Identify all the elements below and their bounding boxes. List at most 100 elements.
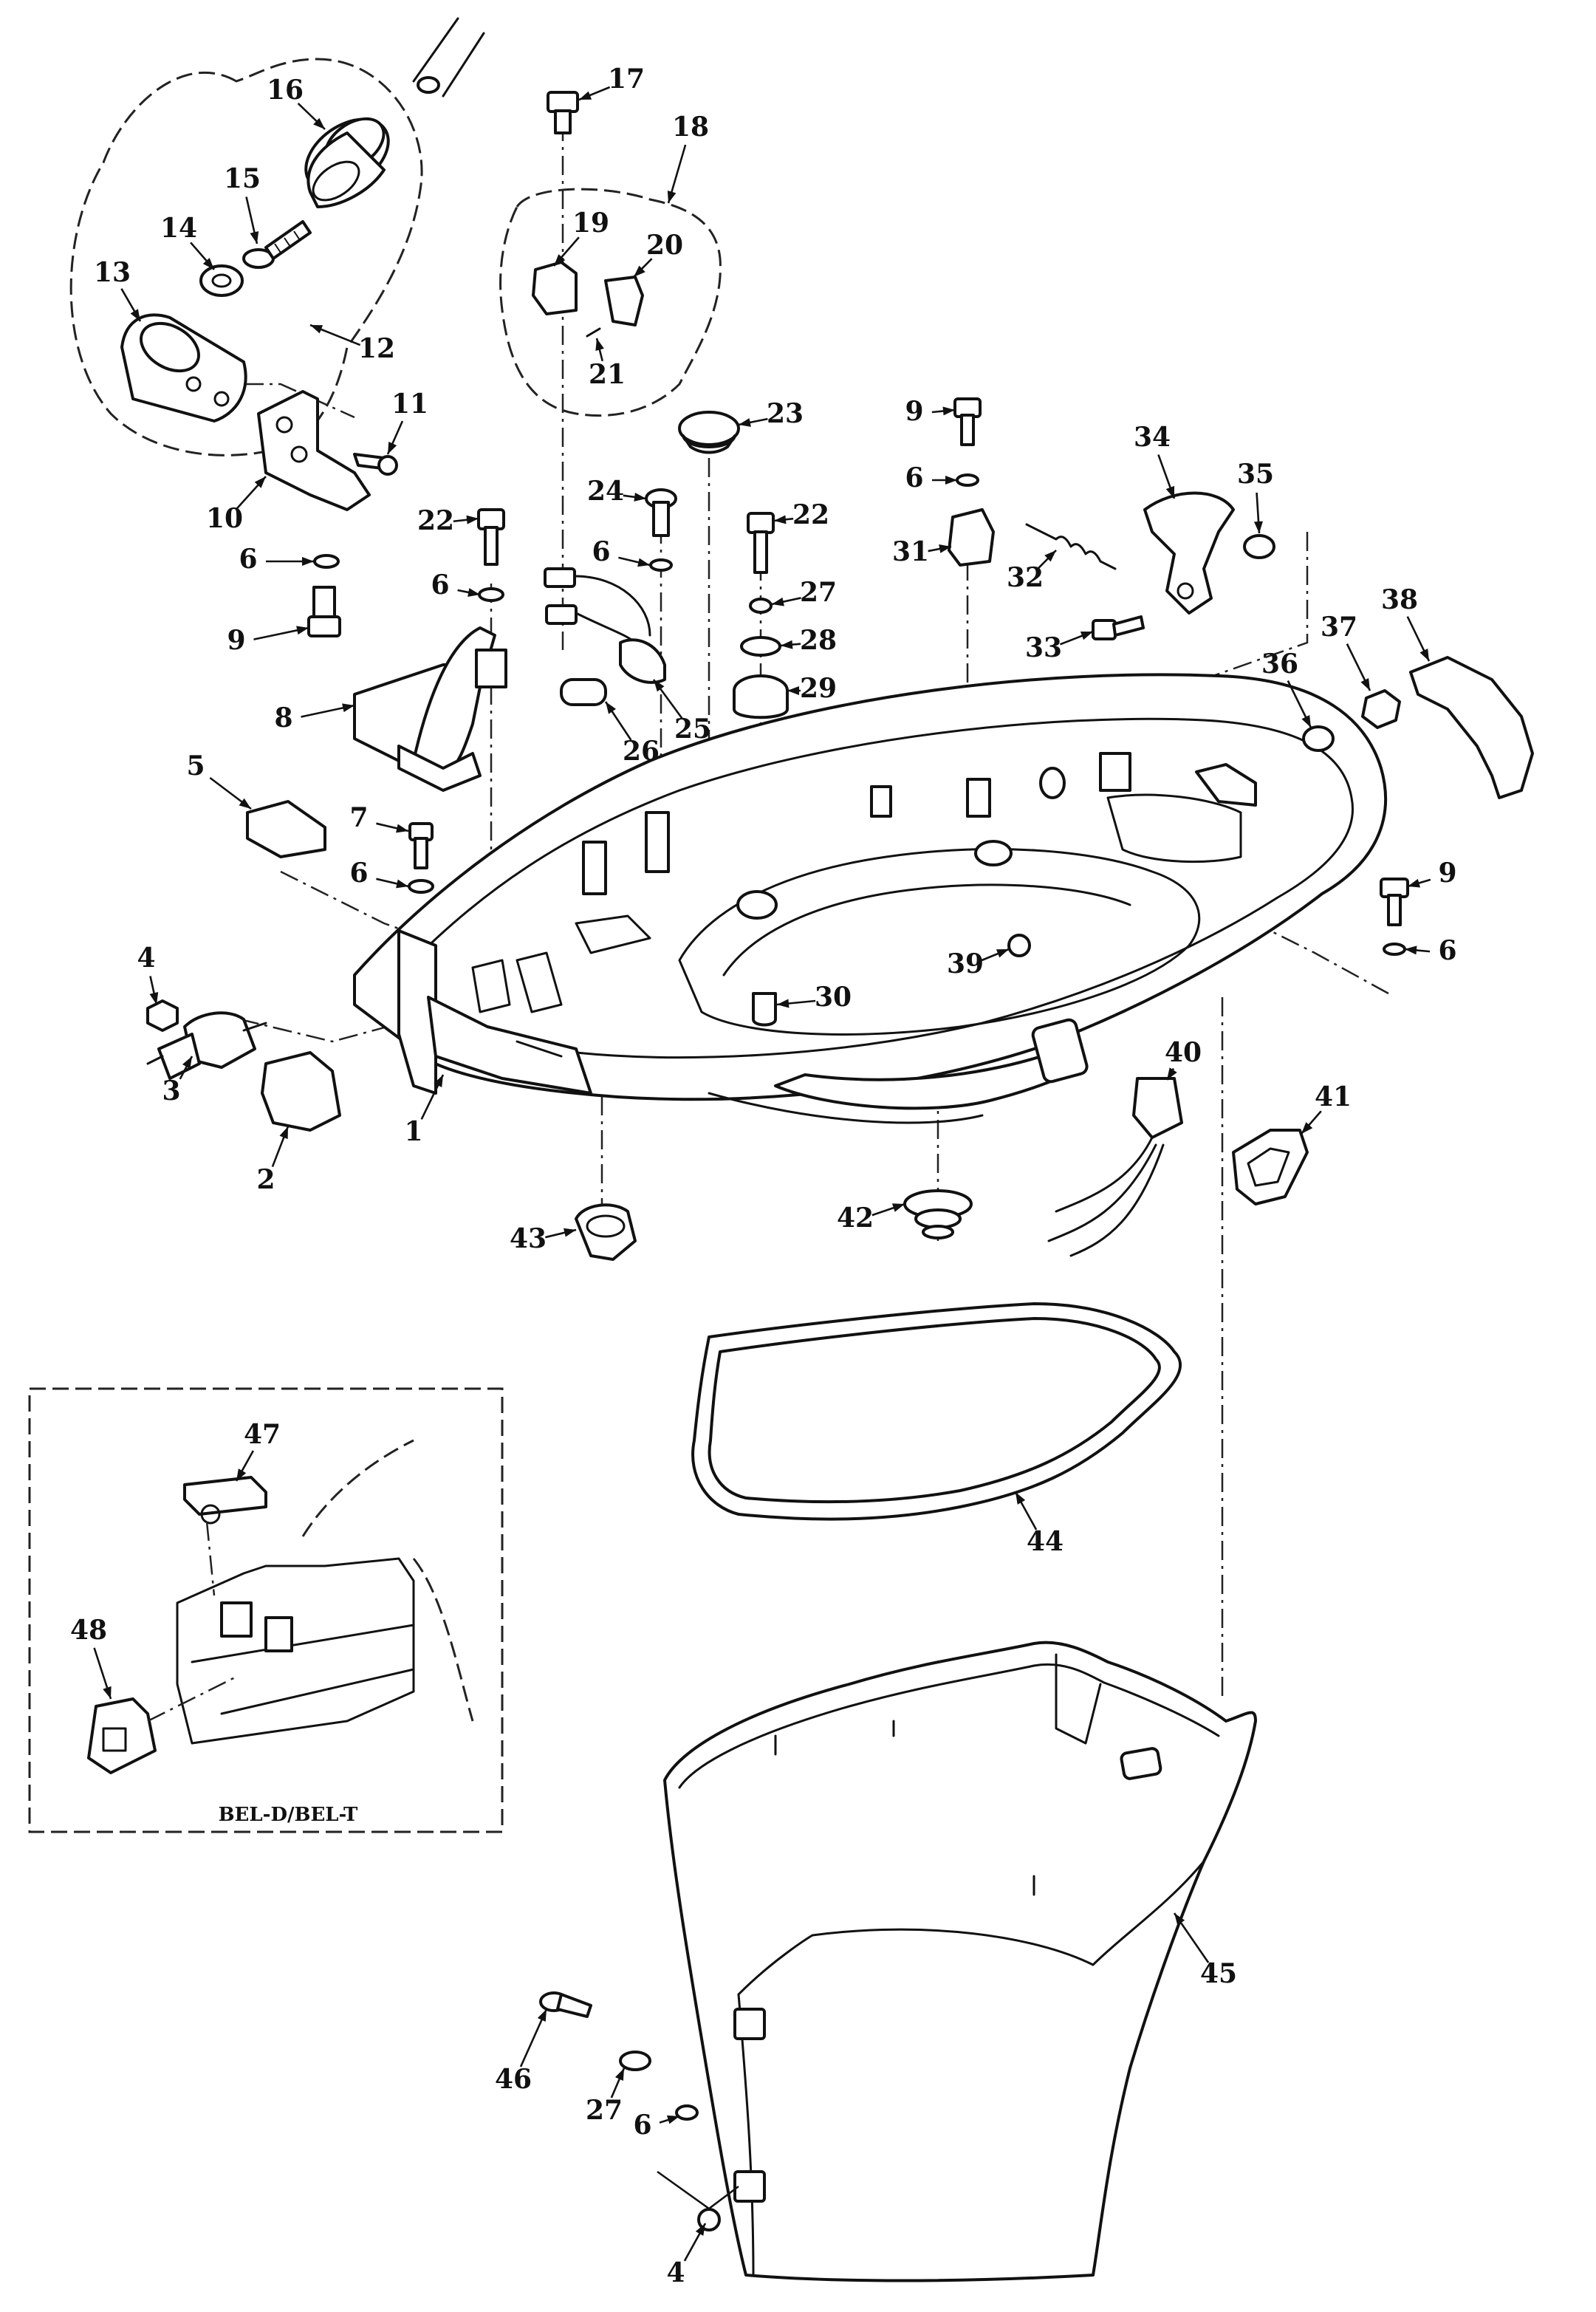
- leader-arrow-40: [1167, 1067, 1177, 1080]
- handle-rod-end: [417, 76, 440, 94]
- callout-6: 6: [633, 2110, 651, 2141]
- callout-36: 36: [1261, 649, 1298, 680]
- part-6-washer-b: [408, 879, 434, 894]
- callout-33: 33: [1025, 632, 1062, 663]
- leader-arrow-22: [466, 515, 479, 524]
- leader-arrow-44: [1016, 1492, 1026, 1505]
- callout-45: 45: [1200, 1958, 1237, 1989]
- part-30-grommet: [752, 992, 777, 1027]
- callout-30: 30: [815, 982, 852, 1013]
- callout-4: 4: [137, 943, 155, 974]
- inset-bel-d-bel-t: BEL-D/BEL-T: [28, 1387, 504, 1833]
- part-28-washer: [740, 636, 781, 657]
- callout-10: 10: [206, 503, 243, 534]
- part-21-pin: [586, 327, 601, 338]
- part-5-clip: [246, 800, 326, 858]
- callout-9: 9: [905, 396, 923, 427]
- callout-19: 19: [572, 208, 609, 239]
- callout-6: 6: [905, 462, 923, 493]
- leader-arrow-6: [637, 558, 650, 567]
- callout-34: 34: [1134, 422, 1171, 453]
- part-29-mount: [733, 674, 789, 719]
- callout-22: 22: [417, 505, 454, 536]
- part-7-bolt: [408, 822, 434, 869]
- leader-arrow-6: [666, 2115, 679, 2124]
- part-42-grommet: [903, 1189, 973, 1239]
- part-9-bolt-left: [307, 586, 341, 637]
- leader-arrow-3: [182, 1056, 192, 1069]
- leader-arrow-42: [891, 1203, 905, 1212]
- callout-6: 6: [592, 536, 610, 567]
- callout-40: 40: [1165, 1037, 1202, 1068]
- callout-6: 6: [1438, 935, 1456, 966]
- callout-22: 22: [792, 499, 829, 530]
- leader-arrow-39: [996, 949, 1009, 958]
- leader-arrow-17: [579, 91, 592, 100]
- part-16-knob: [304, 117, 390, 208]
- callout-9: 9: [1438, 858, 1456, 889]
- part-13-housing: [120, 313, 247, 423]
- part-36-bushing: [1302, 725, 1335, 752]
- part-47-switch: [183, 1476, 267, 1516]
- leader-arrow-14: [202, 258, 214, 270]
- part-46-bolt: [539, 1991, 592, 2018]
- part-23-grommet: [678, 411, 740, 454]
- part-41-grommet: [1232, 1129, 1309, 1205]
- leader-arrow-33: [1080, 631, 1093, 640]
- callout-7: 7: [349, 802, 368, 833]
- callout-13: 13: [94, 257, 131, 288]
- callout-39: 39: [947, 948, 984, 979]
- part-33-bolt: [1092, 615, 1145, 640]
- callout-3: 3: [162, 1075, 180, 1107]
- leader-arrow-9: [942, 406, 955, 416]
- leader-arrow-27: [614, 2068, 624, 2082]
- callout-6: 6: [431, 570, 449, 601]
- leader-arrow-41: [1301, 1122, 1313, 1134]
- callout-23: 23: [767, 398, 804, 429]
- callout-41: 41: [1315, 1081, 1352, 1112]
- callout-35: 35: [1237, 459, 1274, 490]
- leader-arrow-9: [296, 626, 309, 635]
- callout-2: 2: [256, 1164, 275, 1195]
- leader-arrow-6: [468, 588, 480, 597]
- callout-18: 18: [672, 112, 709, 143]
- leader-arrow-9: [1408, 878, 1421, 888]
- callout-28: 28: [800, 625, 837, 656]
- callout-6: 6: [239, 544, 257, 575]
- chain-10: [210, 383, 355, 419]
- leader-arrow-36: [1301, 715, 1311, 728]
- leader-arrow-8: [342, 703, 355, 713]
- leader-arrow-6: [302, 557, 314, 566]
- part-40-connector: [1047, 1077, 1183, 1257]
- leader-arrow-43: [564, 1228, 576, 1237]
- callout-37: 37: [1321, 612, 1357, 643]
- handle-rod: [412, 17, 485, 98]
- bottom-cowling-tray: [353, 673, 1388, 1124]
- part-15-screw: [242, 220, 312, 269]
- part-9-bolt-right: [1380, 878, 1409, 926]
- callout-12: 12: [358, 333, 395, 364]
- part-45-lower-cover: [663, 1641, 1257, 2282]
- part-37-nut: [1361, 689, 1401, 729]
- leader-arrow-46: [537, 2009, 547, 2022]
- part-6-washer-c: [478, 587, 504, 602]
- leader-arrow-28: [781, 640, 793, 649]
- callout-25: 25: [674, 714, 711, 745]
- chain-6r: [1255, 922, 1389, 995]
- leader-arrow-34: [1165, 485, 1174, 499]
- leader-arrow-16: [313, 117, 325, 129]
- leader-arrow-20: [634, 265, 645, 277]
- part-4-nut-top: [146, 999, 179, 1032]
- part-26-gasket: [560, 678, 607, 706]
- part-24-bolt: [645, 488, 677, 537]
- callout-32: 32: [1007, 562, 1044, 593]
- part-8-bracket: [353, 626, 507, 792]
- leader-arrow-4: [149, 992, 159, 1005]
- leader-arrow-22: [774, 515, 787, 524]
- part-35-bushing: [1243, 534, 1275, 559]
- part-27-washer-b: [619, 2051, 651, 2071]
- callout-48: 48: [70, 1615, 107, 1646]
- callout-27: 27: [586, 2095, 623, 2126]
- callout-24: 24: [587, 476, 624, 507]
- leader-arrow-13: [130, 309, 140, 321]
